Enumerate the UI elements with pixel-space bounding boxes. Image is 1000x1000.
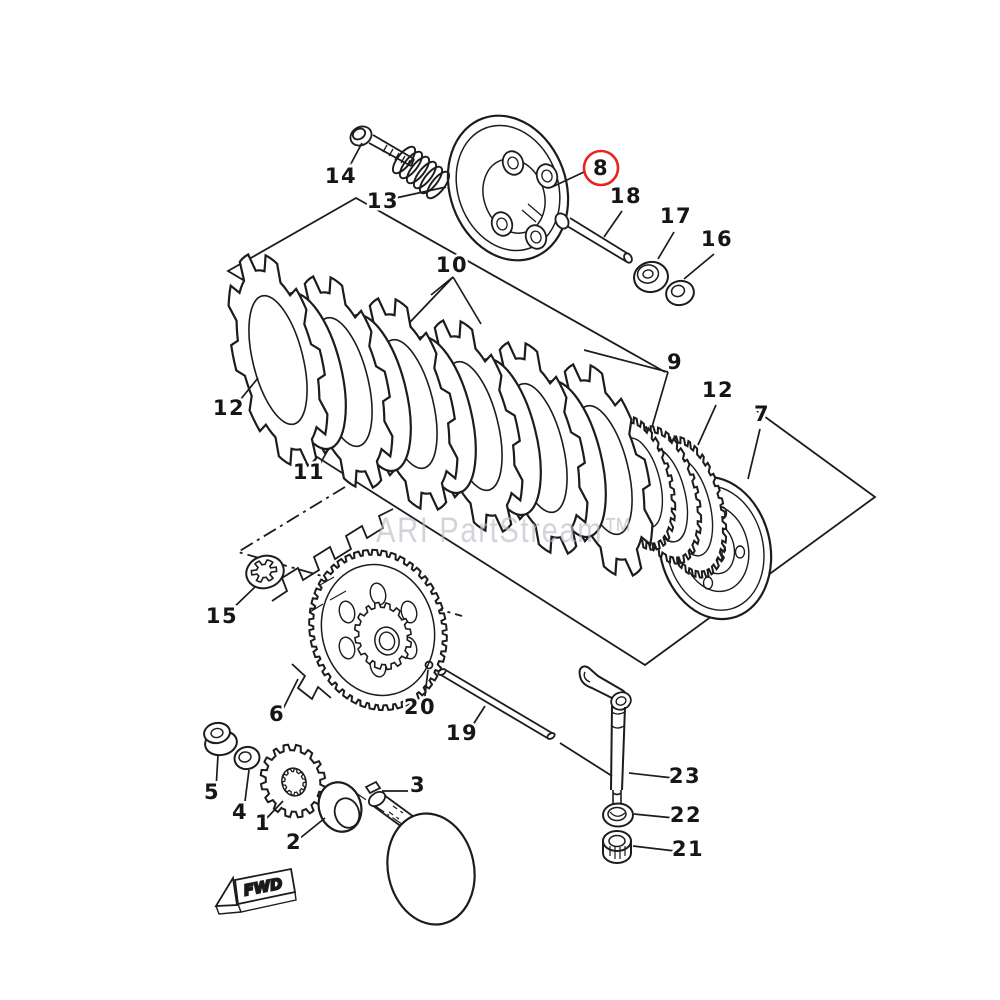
part-callout-7[interactable]: 7 — [751, 400, 771, 429]
callout-leader-line — [603, 210, 623, 238]
fwd-arrow: FWD — [214, 867, 297, 915]
part-callout-1[interactable]: 1 — [252, 809, 272, 838]
callout-leader-line — [430, 276, 454, 296]
part-callout-5[interactable]: 5 — [201, 778, 221, 807]
callout-leader-line — [747, 428, 761, 480]
callout-leader-line — [697, 404, 717, 446]
basket-fingers — [271, 508, 394, 602]
woodruff-key[interactable] — [364, 780, 382, 795]
callout-leader-line — [345, 142, 363, 174]
callout-leader-line — [657, 231, 675, 260]
part-callout-21[interactable]: 21 — [669, 835, 705, 864]
clutch-housing[interactable] — [271, 508, 448, 712]
part-callout-3[interactable]: 3 — [407, 771, 427, 800]
pressure-plate[interactable] — [428, 99, 588, 278]
flange-bolt[interactable] — [347, 123, 415, 167]
callout-leader-line — [243, 769, 250, 810]
callout-leader-line — [281, 678, 299, 712]
clutch-plate-stack[interactable] — [227, 252, 654, 578]
push-rod-lower[interactable] — [437, 668, 556, 740]
friction-plate[interactable] — [227, 252, 329, 468]
part-callout-17[interactable]: 17 — [657, 202, 693, 231]
part-callout-12[interactable]: 12 — [210, 394, 246, 423]
part-callout-12[interactable]: 12 — [699, 376, 735, 405]
part-callout-8[interactable]: 8 — [590, 154, 610, 183]
part-callout-2[interactable]: 2 — [283, 828, 303, 857]
part-callout-10[interactable]: 10 — [433, 251, 469, 280]
callout-leader-line — [298, 817, 326, 840]
lock-washer[interactable] — [242, 551, 288, 593]
part-callout-19[interactable]: 19 — [443, 719, 479, 748]
part-callout-11[interactable]: 11 — [290, 458, 326, 487]
callout-leader-line — [235, 377, 259, 406]
part-callout-16[interactable]: 16 — [698, 225, 734, 254]
callout-leader-line — [264, 800, 284, 821]
plain-washer-upper[interactable] — [663, 278, 696, 308]
callout-leader-line — [632, 845, 676, 852]
oil-seal[interactable] — [602, 802, 634, 828]
part-callout-23[interactable]: 23 — [666, 762, 702, 791]
push-lever-shaft[interactable] — [578, 665, 634, 809]
callout-leader-line — [316, 449, 329, 470]
callout-leader-line — [227, 586, 256, 614]
spacer-collar[interactable] — [312, 777, 367, 838]
push-rod-ball[interactable] — [424, 660, 434, 670]
callout-leader-line — [551, 171, 585, 188]
callout-leader-line — [633, 813, 675, 819]
plain-washer-lower[interactable] — [232, 745, 261, 772]
watermark-text: ARI PartStream™ — [376, 511, 634, 550]
callout-leader-line — [390, 186, 447, 200]
axle-nut[interactable] — [632, 259, 671, 294]
crankshaft-end[interactable] — [355, 789, 485, 933]
part-callout-9[interactable]: 9 — [664, 348, 684, 377]
primary-gear-nut[interactable] — [202, 721, 238, 758]
part-callout-22[interactable]: 22 — [667, 801, 703, 830]
bearing[interactable] — [602, 830, 632, 864]
callout-leader-line — [583, 349, 669, 373]
part-callout-15[interactable]: 15 — [203, 602, 239, 631]
part-callout-13[interactable]: 13 — [364, 187, 400, 216]
callout-leader-line — [468, 705, 486, 732]
basket-fingers-lower — [291, 663, 332, 701]
rod-to-lever-line — [559, 742, 613, 777]
callout-leader-line — [628, 772, 674, 779]
callout-leader-line — [215, 754, 219, 790]
callout-leader-line — [452, 276, 482, 325]
highlight-circle — [582, 149, 620, 187]
push-rod-upper[interactable] — [553, 211, 634, 264]
part-callout-4[interactable]: 4 — [229, 798, 249, 827]
part-callout-14[interactable]: 14 — [322, 162, 358, 191]
callout-leader-line — [651, 371, 669, 428]
primary-drive-gear[interactable] — [259, 743, 327, 819]
part-callout-20[interactable]: 20 — [401, 693, 437, 722]
callout-leader-line — [423, 669, 429, 705]
part-callout-18[interactable]: 18 — [607, 182, 643, 211]
callout-leader-line — [683, 253, 715, 280]
part-callout-6[interactable]: 6 — [266, 700, 286, 729]
